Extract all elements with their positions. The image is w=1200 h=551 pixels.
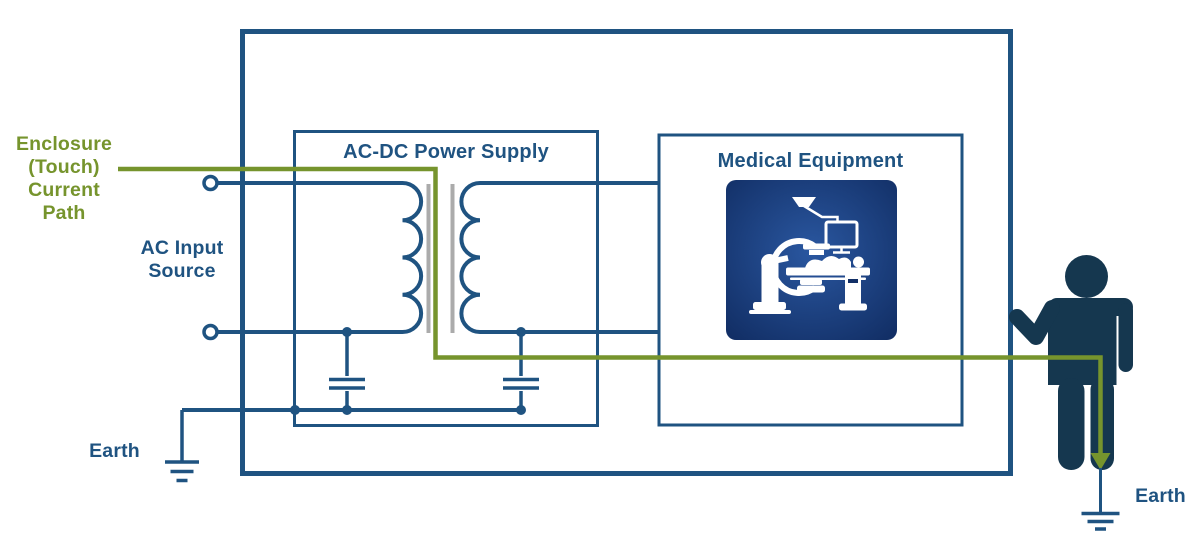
- person-torso: [1048, 302, 1117, 385]
- secondary-winding-circuit: [459, 181, 659, 334]
- primary-winding-circuit: [217, 181, 424, 334]
- enclosure-touch-label-line-4: Path: [42, 202, 85, 224]
- ac-terminal-top: [202, 174, 219, 192]
- icon-background: [726, 180, 897, 340]
- transformer-core: [426, 184, 455, 333]
- icon-monitor-stand: [833, 248, 850, 254]
- person-right-arm: [1118, 303, 1133, 372]
- medical-equipment-box: [657, 133, 964, 427]
- enclosure-touch-label-line-2: (Touch): [28, 156, 99, 178]
- y-capacitor-2: [503, 332, 539, 410]
- ac-input-label-line-1: AC Input: [141, 237, 224, 259]
- circuit-wiring: [180, 181, 659, 461]
- touch-current-path-line: [118, 166, 1103, 454]
- person-left-leg: [1058, 378, 1085, 470]
- enclosure-touch-label-line-3: Current: [28, 179, 100, 201]
- ac-input-label-line-2: Source: [148, 260, 215, 282]
- person-left-arm: [1009, 300, 1060, 345]
- enclosure-touch-label-line-1: Enclosure: [16, 133, 112, 155]
- icon-patient-body: [805, 255, 851, 268]
- icon-lamp-arm: [803, 204, 839, 223]
- y-capacitor-1: [329, 332, 365, 410]
- ac-input-terminals: [202, 174, 219, 341]
- earth-label-right: Earth: [1135, 485, 1186, 507]
- icon-column: [761, 263, 779, 304]
- icon-lamp: [792, 197, 816, 207]
- medical-equipment-icon: [726, 180, 897, 340]
- icon-bottom-detector: [800, 279, 822, 285]
- person-head: [1065, 255, 1108, 298]
- earth-label-left: Earth: [89, 440, 140, 462]
- touch-current-arrowhead: [1090, 453, 1111, 470]
- touch-current-path: [118, 166, 1111, 470]
- junction-dots: [290, 327, 526, 415]
- enclosure-box: [240, 29, 1013, 476]
- earth-symbol-right: [1081, 468, 1120, 531]
- acdc-box-title: AC-DC Power Supply: [343, 141, 550, 163]
- icon-table: [786, 267, 870, 276]
- icon-monitor: [824, 220, 859, 249]
- earth-symbol-left: [165, 460, 199, 483]
- icon-top-detector: [803, 243, 830, 250]
- medical-box-title: Medical Equipment: [718, 150, 904, 172]
- icon-patient-head: [853, 256, 864, 268]
- acdc-power-supply-box: [293, 130, 599, 427]
- person-figure: [1009, 255, 1133, 470]
- ac-terminal-bottom: [202, 323, 219, 341]
